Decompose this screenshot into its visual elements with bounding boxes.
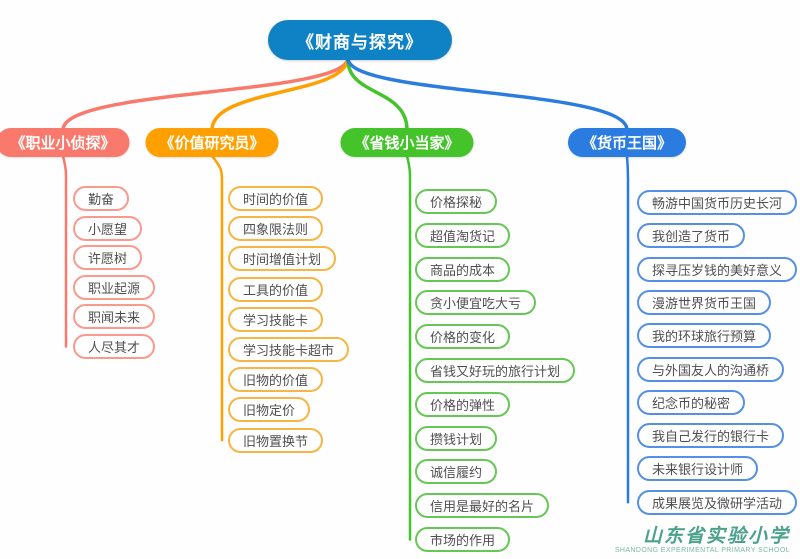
branch-spine-line [210,154,224,442]
child-topic-node[interactable]: 诚信履约 [415,459,498,484]
child-topic-node[interactable]: 未来银行设计师 [637,456,759,481]
child-topic-node[interactable]: 勤奋 [73,186,130,211]
child-topic-node[interactable]: 畅游中国货币历史长河 [637,190,798,215]
child-topic-node[interactable]: 我自己发行的银行卡 [637,423,785,448]
child-topic-node[interactable]: 时间的价值 [228,186,324,211]
child-topic-node[interactable]: 与外国友人的沟通桥 [637,357,785,382]
branch-topic-node[interactable]: 《价值研究员》 [145,128,279,157]
branch-connector-curve [210,56,350,132]
branch-topic-node[interactable]: 《货币王国》 [567,128,687,157]
branch-topic-node[interactable]: 《省钱小当家》 [340,128,474,157]
branch-topic-node[interactable]: 《职业小侦探》 [0,128,130,157]
branch-connector-curve [346,56,629,132]
branch-spine-line [405,154,412,541]
child-topic-node[interactable]: 探寻压岁钱的美好意义 [637,257,798,282]
child-topic-node[interactable]: 小愿望 [73,216,143,241]
child-topic-node[interactable]: 成果展览及微研学活动 [637,490,798,515]
child-topic-node[interactable]: 旧物定价 [228,397,311,422]
child-topic-node[interactable]: 超值淘货记 [415,223,511,248]
child-topic-node[interactable]: 漫游世界货币王国 [637,290,772,315]
child-topic-node[interactable]: 许愿树 [73,245,143,270]
child-topic-node[interactable]: 纪念币的秘密 [637,390,746,415]
child-topic-node[interactable]: 贪小便宜吃大亏 [415,290,537,315]
child-topic-node[interactable]: 时间增值计划 [228,246,337,271]
child-topic-node[interactable]: 我的环球旅行预算 [637,323,772,348]
child-topic-node[interactable]: 价格的变化 [415,324,511,349]
school-name-text: 山东省实验小学 [642,525,790,547]
school-name-english-text: SHANDONG EXPERIMENTAL PRIMARY SCHOOL [614,547,790,554]
child-topic-node[interactable]: 四象限法则 [228,216,324,241]
child-topic-node[interactable]: 我创造了货币 [637,223,746,248]
child-topic-node[interactable]: 工具的价值 [228,277,324,302]
school-watermark: 山东省实验小学 SHANDONG EXPERIMENTAL PRIMARY SC… [615,526,790,555]
child-topic-node[interactable]: 旧物的价值 [228,367,324,392]
child-topic-node[interactable]: 职闻未来 [73,304,156,329]
child-topic-node[interactable]: 价格探秘 [415,189,498,214]
child-topic-node[interactable]: 学习技能卡超市 [228,337,350,362]
branch-connector-curve [346,56,409,132]
child-topic-node[interactable]: 攒钱计划 [415,426,498,451]
branch-connector-curve [61,56,350,132]
child-topic-node[interactable]: 学习技能卡 [228,307,324,332]
child-topic-node[interactable]: 旧物置换节 [228,428,324,453]
child-topic-node[interactable]: 省钱又好玩的旅行计划 [415,358,576,383]
child-topic-node[interactable]: 人尽其才 [73,334,156,359]
child-topic-node[interactable]: 商品的成本 [415,257,511,282]
branch-spine-line [625,154,630,504]
central-topic-node[interactable]: 《财商与探究》 [268,20,452,60]
child-topic-node[interactable]: 职业起源 [73,275,156,300]
child-topic-node[interactable]: 信用是最好的名片 [415,493,550,518]
child-topic-node[interactable]: 价格的弹性 [415,392,511,417]
branch-spine-line [61,154,68,348]
child-topic-node[interactable]: 市场的作用 [415,527,511,552]
